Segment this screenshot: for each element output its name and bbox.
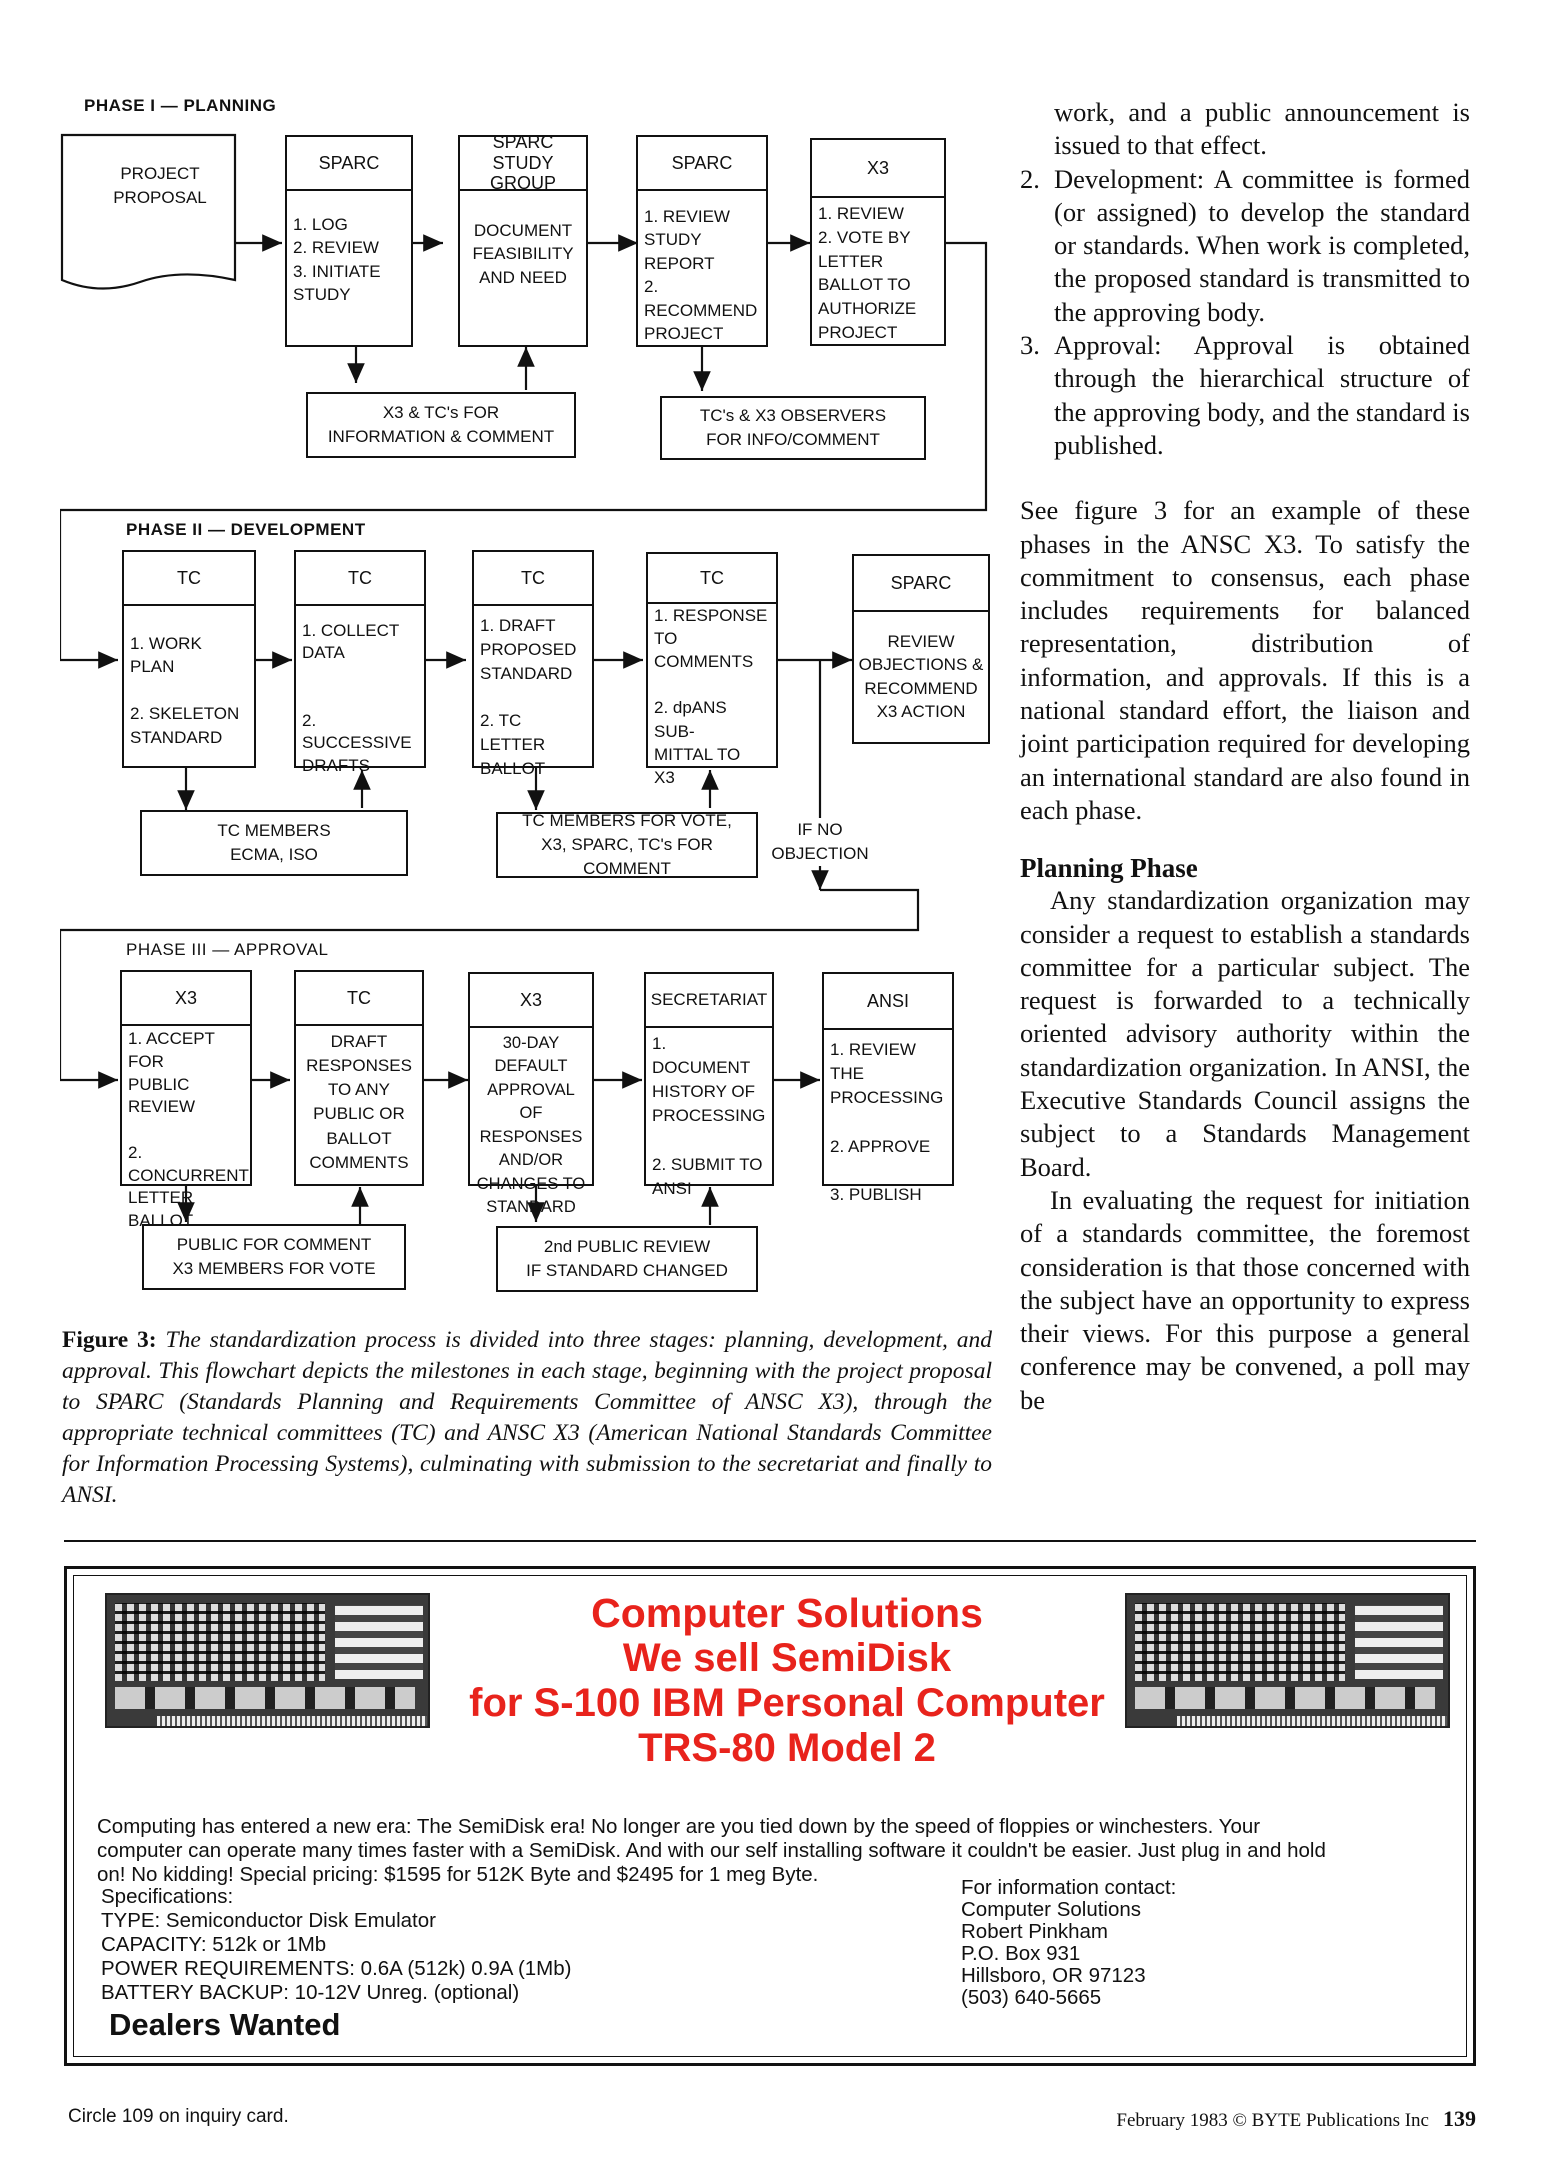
box-header: ANSI	[824, 974, 952, 1030]
box-header: SPARC	[287, 137, 411, 191]
phase3-x3-accept-box: X3 1. ACCEPT FOR PUBLIC REVIEW 2. CONCUR…	[120, 970, 252, 1186]
ad-body-line: Computing has entered a new era: The Sem…	[97, 1815, 1326, 1839]
phase3-tc-draft-box: TC DRAFT RESPONSES TO ANY PUBLIC OR BALL…	[294, 970, 424, 1186]
ad-body-line: computer can operate many times faster w…	[97, 1839, 1326, 1863]
ad-headline-line: Computer Solutions	[427, 1591, 1147, 1636]
caption-text: The standardization process is divided i…	[62, 1327, 992, 1508]
phase3-ansi-box: ANSI 1. REVIEW THE PROCESSING 2. APPROVE…	[822, 972, 954, 1186]
figure-caption: Figure 3: The standardization process is…	[62, 1325, 992, 1511]
box-header: SPARC	[638, 137, 766, 191]
ad-specifications: Specifications: TYPE: Semiconductor Disk…	[101, 1885, 572, 2005]
list-text: Approval: Approval is obtained through t…	[1054, 330, 1470, 460]
phase1-study-group-box: SPARC STUDY GROUP DOCUMENT FEASIBILITY A…	[458, 135, 588, 347]
box-header: SECRETARIAT	[646, 974, 772, 1028]
box-header: X3	[122, 972, 250, 1026]
paragraph: Any standardization organization may con…	[1020, 884, 1470, 1184]
box-header: TC	[296, 972, 422, 1026]
phase2-members-note: TC MEMBERS ECMA, ISO	[140, 810, 408, 876]
phase2-tc-draft-box: TC 1. DRAFT PROPOSED STANDARD 2. TC LETT…	[472, 550, 594, 768]
phase2-tc-data-box: TC 1. COLLECT DATA 2. SUCCESSIVE DRAFTS	[294, 550, 426, 768]
phase2-sparc-review-box: SPARC REVIEW OBJECTIONS & RECOMMEND X3 A…	[852, 554, 990, 744]
contact-line: P.O. Box 931	[961, 1943, 1176, 1965]
phase-list: 2. Development: A committee is formed (or…	[1020, 163, 1470, 463]
phase2-tc-response-box: TC 1. RESPONSE TO COMMENTS 2. dpANS SUB-…	[646, 552, 778, 768]
phase-1-title: PHASE I — PLANNING	[84, 96, 276, 116]
inquiry-card-note: Circle 109 on inquiry card.	[68, 2106, 289, 2128]
standardization-flowchart: PHASE I — PLANNING PROJECT PROPOSAL SPAR…	[60, 90, 1000, 1330]
box-header: X3	[470, 974, 592, 1028]
spec-line: CAPACITY: 512k or 1Mb	[101, 1933, 572, 1957]
box-header: TC	[124, 552, 254, 606]
spec-line: BATTERY BACKUP: 10-12V Unreg. (optional)	[101, 1981, 572, 2005]
box-header: SPARC STUDY GROUP	[460, 137, 586, 191]
phase3-x3-default-box: X3 30-DAY DEFAULT APPROVAL OF RESPONSES …	[468, 972, 594, 1186]
semidisk-board-image	[105, 1593, 430, 1728]
box-body: REVIEW OBJECTIONS & RECOMMEND X3 ACTION	[854, 612, 988, 732]
spec-line: Specifications:	[101, 1885, 572, 1909]
phase1-sparc-box: SPARC 1. LOG 2. REVIEW 3. INITIATE STUDY	[285, 135, 413, 347]
paragraph-intro: work, and a public announcement is issue…	[1020, 96, 1470, 163]
list-number: 3.	[1020, 329, 1040, 362]
ad-contact: For information contact: Computer Soluti…	[961, 1877, 1176, 2009]
box-body: 1. REVIEW THE PROCESSING 2. APPROVE 3. P…	[824, 1030, 952, 1215]
phase1-observers-note: TC's & X3 OBSERVERS FOR INFO/COMMENT	[660, 396, 926, 460]
divider-rule	[64, 1540, 1476, 1542]
box-body: 1. RESPONSE TO COMMENTS 2. dpANS SUB- MI…	[648, 604, 776, 797]
contact-line: (503) 640-5665	[961, 1987, 1176, 2009]
publication-line: February 1983 © BYTE Publications Inc	[1116, 2110, 1429, 2131]
spec-line: POWER REQUIREMENTS: 0.6A (512k) 0.9A (1M…	[101, 1957, 572, 1981]
paragraph: In evaluating the request for initiation…	[1020, 1184, 1470, 1417]
phase-3-title: PHASE III — APPROVAL	[126, 940, 328, 960]
contact-line: For information contact:	[961, 1877, 1176, 1899]
list-number: 2.	[1020, 163, 1040, 196]
box-body: 30-DAY DEFAULT APPROVAL OF RESPONSES AND…	[470, 1028, 592, 1227]
project-proposal-label: PROJECT PROPOSAL	[100, 162, 220, 210]
page-number: 139	[1443, 2106, 1476, 2131]
if-no-objection-label: IF NO OBJECTION	[768, 818, 872, 866]
semidisk-board-image	[1125, 1593, 1450, 1728]
paragraph: See figure 3 for an example of these pha…	[1020, 494, 1470, 827]
box-body: 1. COLLECT DATA 2. SUCCESSIVE DRAFTS	[296, 606, 424, 785]
ad-headline-line: TRS-80 Model 2	[427, 1726, 1147, 1771]
box-body: 1. REVIEW STUDY REPORT 2. RECOMMEND PROJ…	[638, 191, 766, 354]
ad-headline-line: for S-100 IBM Personal Computer	[427, 1681, 1147, 1726]
contact-line: Hillsboro, OR 97123	[961, 1965, 1176, 1987]
phase2-vote-note: TC MEMBERS FOR VOTE, X3, SPARC, TC's FOR…	[496, 812, 758, 878]
list-item: 3. Approval: Approval is obtained through…	[1020, 329, 1470, 462]
box-header: X3	[812, 140, 944, 198]
box-header: TC	[474, 552, 592, 606]
box-body: DRAFT RESPONSES TO ANY PUBLIC OR BALLOT …	[296, 1026, 422, 1183]
contact-line: Computer Solutions	[961, 1899, 1176, 1921]
ad-headline-line: We sell SemiDisk	[427, 1636, 1147, 1681]
phase3-secretariat-box: SECRETARIAT 1. DOCUMENT HISTORY OF PROCE…	[644, 972, 774, 1186]
box-body: 1. LOG 2. REVIEW 3. INITIATE STUDY	[287, 191, 411, 315]
article-column: work, and a public announcement is issue…	[1020, 96, 1470, 1417]
section-heading: Planning Phase	[1020, 853, 1470, 884]
phase-2-title: PHASE II — DEVELOPMENT	[126, 520, 366, 540]
page-footer: February 1983 © BYTE Publications Inc 139	[1116, 2106, 1476, 2132]
box-header: TC	[296, 552, 424, 606]
phase3-public-note: PUBLIC FOR COMMENT X3 MEMBERS FOR VOTE	[142, 1224, 406, 1290]
ad-headline: Computer Solutions We sell SemiDisk for …	[427, 1591, 1147, 1771]
box-body: 1. DOCUMENT HISTORY OF PROCESSING 2. SUB…	[646, 1028, 772, 1209]
advertisement: Computer Solutions We sell SemiDisk for …	[64, 1566, 1476, 2066]
caption-label: Figure 3:	[62, 1327, 157, 1353]
box-body: 1. DRAFT PROPOSED STANDARD 2. TC LETTER …	[474, 606, 592, 789]
phase3-review-note: 2nd PUBLIC REVIEW IF STANDARD CHANGED	[496, 1226, 758, 1292]
list-item: 2. Development: A committee is formed (or…	[1020, 163, 1470, 329]
box-body: 1. REVIEW 2. VOTE BY LETTER BALLOT TO AU…	[812, 198, 944, 353]
box-body: DOCUMENT FEASIBILITY AND NEED	[460, 191, 586, 297]
contact-line: Robert Pinkham	[961, 1921, 1176, 1943]
box-body: 1. WORK PLAN 2. SKELETON STANDARD	[124, 606, 254, 757]
phase1-x3-box: X3 1. REVIEW 2. VOTE BY LETTER BALLOT TO…	[810, 138, 946, 346]
box-header: TC	[648, 554, 776, 604]
dealers-wanted: Dealers Wanted	[109, 2007, 340, 2043]
list-text: Development: A committee is formed (or a…	[1054, 164, 1470, 327]
box-body: 1. ACCEPT FOR PUBLIC REVIEW 2. CONCURREN…	[122, 1026, 250, 1241]
phase1-info-note: X3 & TC's FOR INFORMATION & COMMENT	[306, 392, 576, 458]
phase1-sparc-review-box: SPARC 1. REVIEW STUDY REPORT 2. RECOMMEN…	[636, 135, 768, 347]
phase2-tc-workplan-box: TC 1. WORK PLAN 2. SKELETON STANDARD	[122, 550, 256, 768]
spec-line: TYPE: Semiconductor Disk Emulator	[101, 1909, 572, 1933]
box-header: SPARC	[854, 556, 988, 612]
